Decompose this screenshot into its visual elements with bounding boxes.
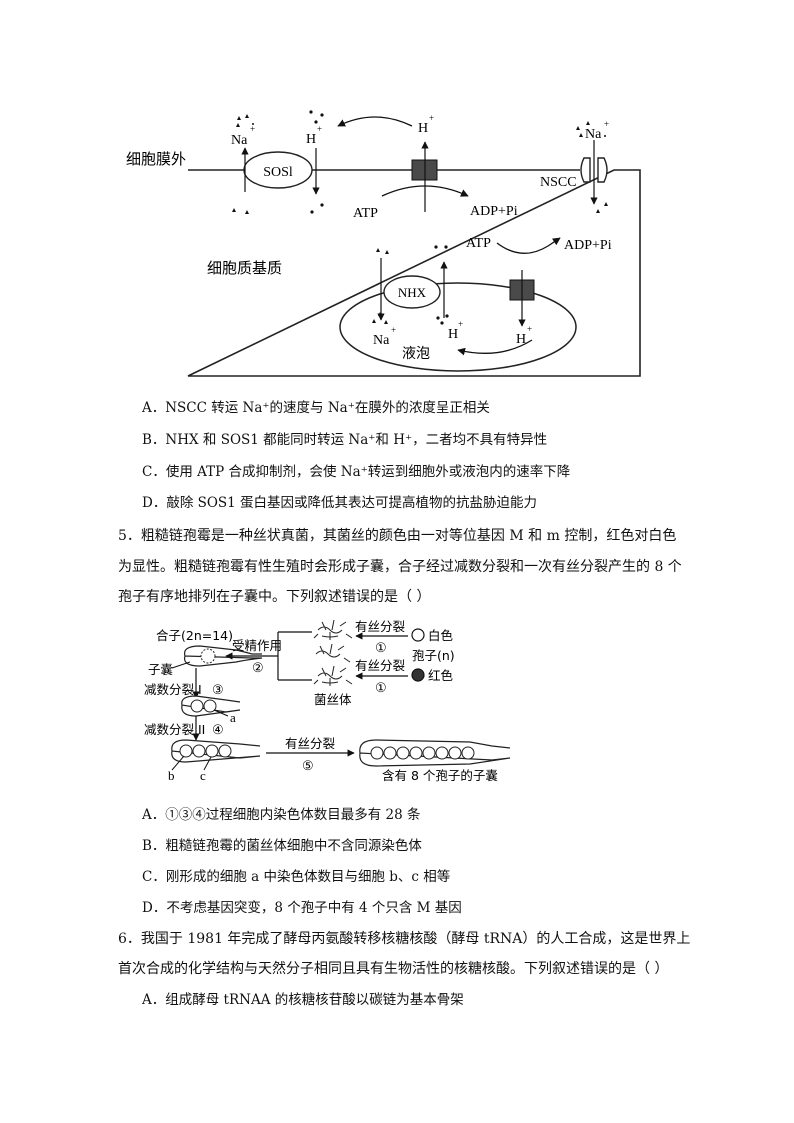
na-particles-out	[236, 114, 254, 127]
nhx-protein	[383, 275, 441, 309]
atp-label-2: ATP	[466, 236, 491, 251]
sos1-label: SOSl	[263, 165, 293, 180]
cell-a-pointer	[213, 709, 229, 717]
red-spore	[411, 668, 425, 682]
q4-option-a: A．NSCC 转运 Na⁺的速度与 Na⁺在膜外的浓度呈正相关	[142, 400, 490, 416]
h-curve-arrow	[337, 116, 413, 127]
na-particles-in	[232, 208, 249, 214]
ascus-label: 子囊	[148, 662, 173, 677]
h-sup-5: +	[527, 324, 532, 334]
outside-label: 细胞膜外	[126, 150, 186, 168]
h-particles-nhx	[434, 245, 449, 325]
adp-label-2: ADP+Pi	[564, 238, 612, 253]
cell-a-label: a	[230, 710, 236, 725]
q5-stem-line3: 孢子有序地排列在子囊中。下列叙述错误的是（ ）	[118, 589, 431, 605]
na-particles-nhx	[372, 248, 389, 324]
cell-c-pointer	[203, 756, 212, 771]
atp-arrow-1	[381, 185, 469, 197]
spore-label: 孢子(n)	[412, 648, 455, 663]
h-label-4: H	[448, 327, 458, 342]
mitosis-label-1: 有丝分裂	[355, 619, 405, 634]
red-label: 红色	[428, 668, 454, 683]
na-sup-4: +	[391, 325, 396, 335]
meiosis1-label: 减数分裂 I	[144, 682, 202, 697]
adp-label-1: ADP+Pi	[470, 204, 518, 219]
q4-option-d: D．敲除 SOS1 蛋白基因或降低其表达可提高植物的抗盐胁迫能力	[142, 495, 538, 511]
step-4: ④	[212, 722, 224, 737]
h-sup-2: +	[429, 113, 434, 123]
q6-stem-line1: 6．我国于 1981 年完成了酵母丙氨酸转移核糖核酸（酵母 tRNA）的人工合成…	[118, 931, 691, 947]
q4-option-b: B．NHX 和 SOS1 都能同时转运 Na⁺和 H⁺，二者均不具有特异性	[142, 432, 548, 448]
hypha-middle	[315, 643, 351, 663]
step-5: ⑤	[302, 758, 314, 773]
step-2: ②	[252, 660, 264, 675]
q5-option-d: D．不考虑基因突变，8 个孢子中有 4 个只含 M 基因	[142, 900, 462, 916]
zygote-label: 合子(2n=14)	[156, 628, 233, 643]
q5-option-b: B．粗糙链孢霉的菌丝体细胞中不含同源染色体	[142, 838, 422, 854]
nhx-label: NHX	[398, 285, 427, 300]
step-1b: ①	[375, 680, 387, 695]
h-sup-4: +	[458, 319, 463, 329]
nscc-channel	[580, 157, 608, 183]
hypha-red	[313, 665, 353, 686]
cytoplasm-label: 细胞质基质	[207, 259, 282, 277]
h-label-1: H	[306, 132, 316, 147]
h-sup-1: +	[317, 124, 322, 134]
figure-ion-transport: 细胞膜外 细胞质基质 SOSl Na + H + H + ATP ADP+Pi …	[126, 110, 641, 377]
mitosis-label-5: 有丝分裂	[285, 736, 335, 751]
q6-option-a: A．组成酵母 tRNAA 的核糖核苷酸以碳链为基本骨架	[142, 992, 464, 1008]
vacuole	[339, 282, 577, 372]
fertilization-bracket	[277, 631, 312, 681]
ascus-pointer	[171, 661, 191, 669]
step-1a: ①	[375, 640, 387, 655]
h-label-2: H	[418, 121, 428, 136]
na-label-1: Na	[231, 133, 248, 148]
white-spore	[411, 628, 425, 642]
cell-b-label: b	[168, 768, 175, 783]
cell-c-label: c	[200, 768, 206, 783]
step-3: ③	[212, 682, 224, 697]
figure-ascospore-cycle: 合子(2n=14) 子囊 减数分裂 I 减数分裂 II 受精作用 ② 菌丝体 有…	[144, 619, 511, 783]
atp-arrow-2	[496, 237, 561, 254]
na-label-4: Na	[373, 333, 390, 348]
fertilization-label: 受精作用	[232, 638, 282, 653]
q5-option-c: C．刚形成的细胞 a 中染色体数目与细胞 b、c 相等	[142, 869, 451, 885]
mitosis-label-2: 有丝分裂	[355, 658, 405, 673]
na-sup-1: +	[250, 124, 255, 134]
na-label-3: Na	[585, 127, 602, 142]
na-particles-nscc	[576, 121, 608, 213]
cell-b-pointer	[171, 755, 185, 771]
q5-stem-line2: 为显性。粗糙链孢霉有性生殖时会形成子囊，合子经过减数分裂和一次有丝分裂产生的 8…	[118, 559, 682, 575]
h-label-5: H	[516, 332, 526, 347]
vacuole-label: 液泡	[402, 346, 430, 362]
sos1-protein	[243, 151, 313, 189]
q5-stem-line1: 5．粗糙链孢霉是一种丝状真菌，其菌丝的颜色由一对等位基因 M 和 m 控制，红色…	[118, 528, 677, 544]
h-particles-in	[310, 203, 324, 214]
hypha-white	[313, 619, 353, 640]
nscc-label: NSCC	[540, 175, 577, 190]
q5-option-a: A．①③④过程细胞内染色体数目最多有 28 条	[142, 807, 421, 823]
na-sup-3: +	[604, 119, 609, 129]
four-cell-ascus	[171, 739, 261, 763]
q4-option-c: C．使用 ATP 合成抑制剂，会使 Na⁺转运到细胞外或液泡内的速率下降	[142, 464, 571, 480]
q6-stem-line2: 首次合成的化学结构与天然分子相同且具有生物活性的核糖核酸。下列叙述错误的是（ ）	[118, 961, 669, 977]
eight-spore-ascus	[359, 739, 511, 767]
meiosis2-label: 减数分裂 II	[144, 722, 205, 737]
white-label: 白色	[428, 628, 454, 643]
h-return-arrow	[457, 339, 533, 356]
zygote-ascus	[183, 645, 263, 667]
ascus8-label: 含有 8 个孢子的子囊	[382, 768, 498, 783]
h-particles-out	[309, 110, 324, 124]
hypha-label: 菌丝体	[314, 692, 352, 707]
atp-label-1: ATP	[353, 206, 378, 221]
